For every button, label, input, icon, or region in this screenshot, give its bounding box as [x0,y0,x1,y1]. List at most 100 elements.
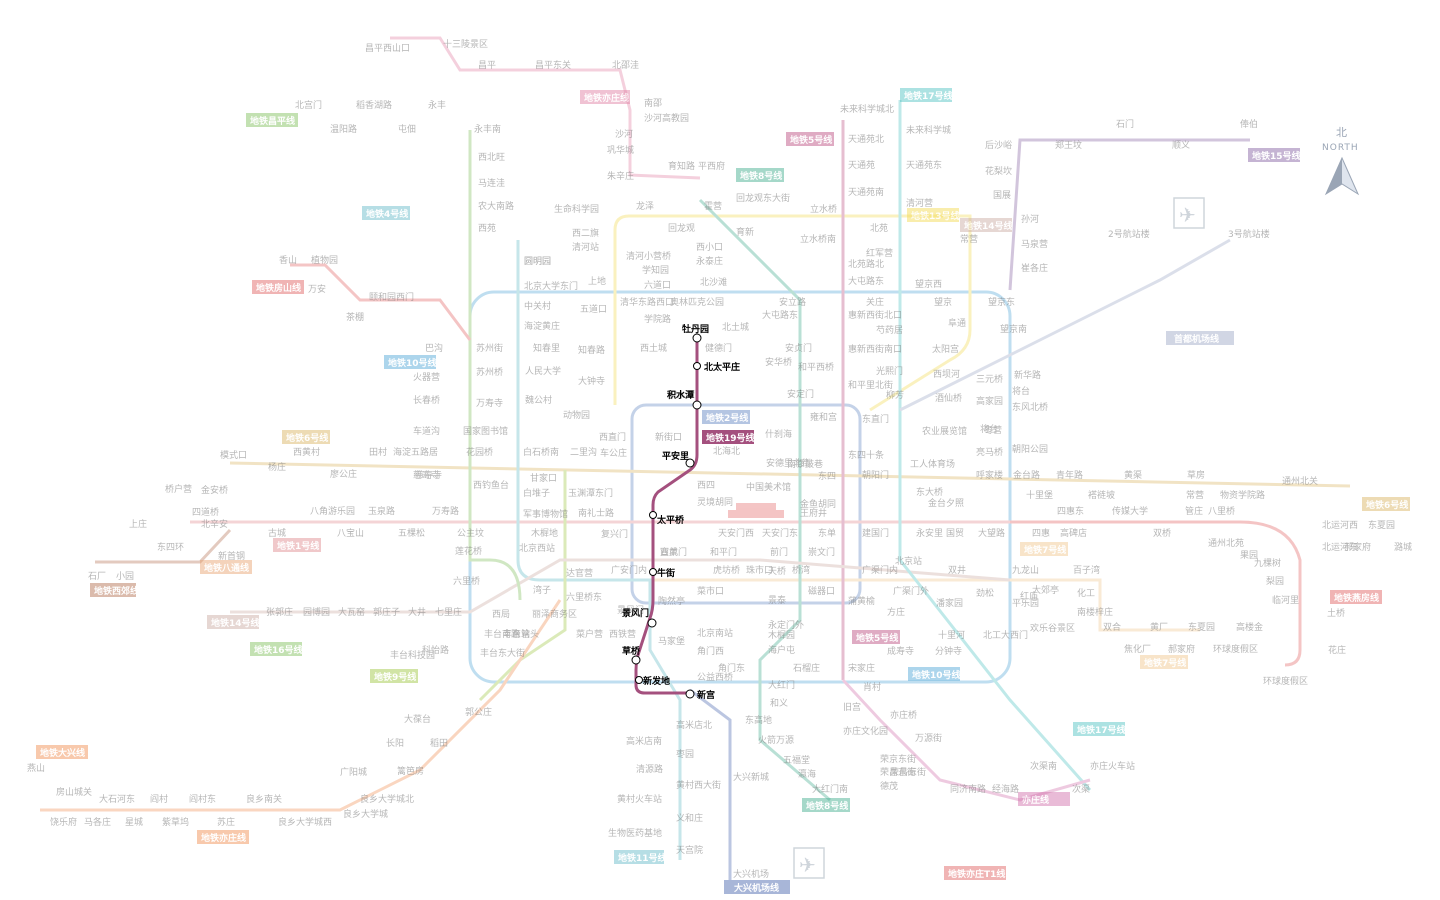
station-label: 丰台站 [503,628,530,640]
station-label: 大钟寺 [578,375,605,387]
station-label: 十里河 [938,629,965,641]
svg-text:地铁17号线: 地铁17号线 [1077,724,1126,736]
station-label: 紫草坞 [162,816,189,828]
station-label: 金台路 [1013,469,1040,481]
station-label: 孙河 [1021,213,1039,225]
station-label: 苏州街 [476,342,503,354]
station-label: 红庙 [1020,590,1038,602]
line10-loop [468,290,1012,684]
station-jingfengmen[interactable]: 景风门 [622,607,657,628]
station-label: 朝阳门 [862,469,889,481]
station-label: 六道口 [644,279,671,291]
station-label: 农大南路 [478,200,514,212]
station-beitaipingzhuang[interactable]: 北太平庄 [693,361,741,373]
station-label: 广阳城 [340,766,367,778]
station-label: 望京西 [915,278,942,290]
station-label: 达官营 [566,567,593,579]
station-label: 四惠 [1032,527,1050,539]
station-label: 天安门东 [762,527,798,539]
badge-fangshan: 地铁亦庄线 [197,830,249,844]
station-taipingqiao[interactable]: 太平桥 [649,511,686,527]
station-label: 和平门 [710,546,737,558]
compass: 北 NORTH [1322,126,1360,196]
station-label: 稻香湖路 [356,99,392,111]
station-label: 长阳 [386,737,404,749]
badge-daxing-airport: 大兴机场线 [724,880,790,894]
station-label: 西局 [492,609,510,620]
svg-text:地铁6号线: 地铁6号线 [286,432,328,444]
station-label: 西二旗 [572,227,599,239]
svg-text:地铁昌平线: 地铁昌平线 [250,115,295,127]
badge-line7: 地铁7号线 [1020,542,1068,556]
station-label: 石厂 [88,571,106,582]
station-label: 景风门 [617,604,644,616]
station-label: 海淀黄庄 [524,320,560,332]
station-label: 北运河东 [1322,541,1358,553]
station-label: 传媒大学 [1112,505,1148,517]
station-label: 湾子 [533,584,551,596]
station-label: 大郊亭 [1032,584,1059,596]
station-label: 北京西站 [519,542,555,554]
station-label: 生物医药基地 [608,827,662,839]
station-label: 农业展览馆 [922,425,967,437]
station-mudanyuan[interactable]: 牡丹园 [682,323,709,343]
badge-line17: 地铁17号线 [900,88,953,102]
station-label: 圆明园 [524,256,551,267]
station-jishuitan[interactable]: 积水潭 [667,389,702,410]
changping-path [390,36,701,180]
svg-text:太平桥: 太平桥 [656,514,685,526]
station-xinfadi[interactable]: 新发地 [635,675,671,687]
station-label: 东夏园 [1368,519,1395,531]
station-label: 清河小营桥 [626,250,671,262]
station-label: 欢乐谷景区 [1030,622,1075,634]
station-label: 高家园 [976,395,1003,407]
station-label: 六里桥 [453,575,480,587]
station-label: 和义 [770,698,788,709]
badge-capital-airport: 首都机场线 [1166,331,1234,345]
svg-text:新宫: 新宫 [697,689,715,701]
station-label: 北沙滩 [700,276,727,288]
svg-text:地铁西郊线: 地铁西郊线 [94,585,139,597]
station-label: 天通苑南 [848,186,884,198]
line13-path [613,214,972,412]
station-label: 十里堡 [1026,489,1053,501]
station-label: 沙河 [615,128,633,140]
station-label: 昌平 [478,60,496,71]
station-label: 公益西桥 [697,671,733,683]
station-label: 菜市口 [697,585,724,597]
station-label: 杨庄 [268,461,286,473]
station-label: 大石河东 [99,793,135,805]
station-label: 景泰 [768,594,786,606]
badge-line15: 地铁15号线 [1248,148,1301,162]
station-label: 植物园 [311,254,338,266]
station-xingong[interactable]: 新宫 [685,689,715,701]
badge-line19: 地铁19号线 [702,430,755,444]
station-label: 平西府 [698,160,725,172]
station-label: 木樨园 [768,629,795,641]
station-label: 火器营 [413,371,440,383]
station-label: 篱笆房 [397,765,424,777]
badge-line5s: 地铁5号线 [852,630,900,644]
station-label: 郑王坟 [1055,139,1082,151]
station-label: 玉渊潭东门 [568,487,613,499]
station-label: 万寿路 [432,505,459,517]
station-label: 回龙观东大街 [736,192,790,204]
station-caoqiao[interactable]: 草桥 [622,645,641,665]
station-label: 南锣鼓巷 [787,458,823,470]
station-label: 知春里 [533,342,560,354]
station-label: 双桥 [1153,527,1171,539]
station-label: 健德门 [705,342,732,354]
station-label: 学院路 [644,313,671,325]
station-niujie[interactable]: 牛街 [649,567,676,579]
station-label: 生命科学园 [554,203,599,215]
line16-path [468,130,522,601]
station-pinganli[interactable]: 平安里 [662,450,695,468]
svg-text:地铁2号线: 地铁2号线 [706,412,748,424]
station-label: 大葆台 [404,713,431,725]
station-label: 石榴庄 [793,662,820,674]
station-label: 魏公村 [525,394,552,406]
badge-line5: 地铁5号线 [786,132,834,146]
station-label: 万寿寺 [476,397,503,409]
station-label: 双合 [1103,621,1121,633]
badge-line10: 地铁10号线 [384,355,437,369]
